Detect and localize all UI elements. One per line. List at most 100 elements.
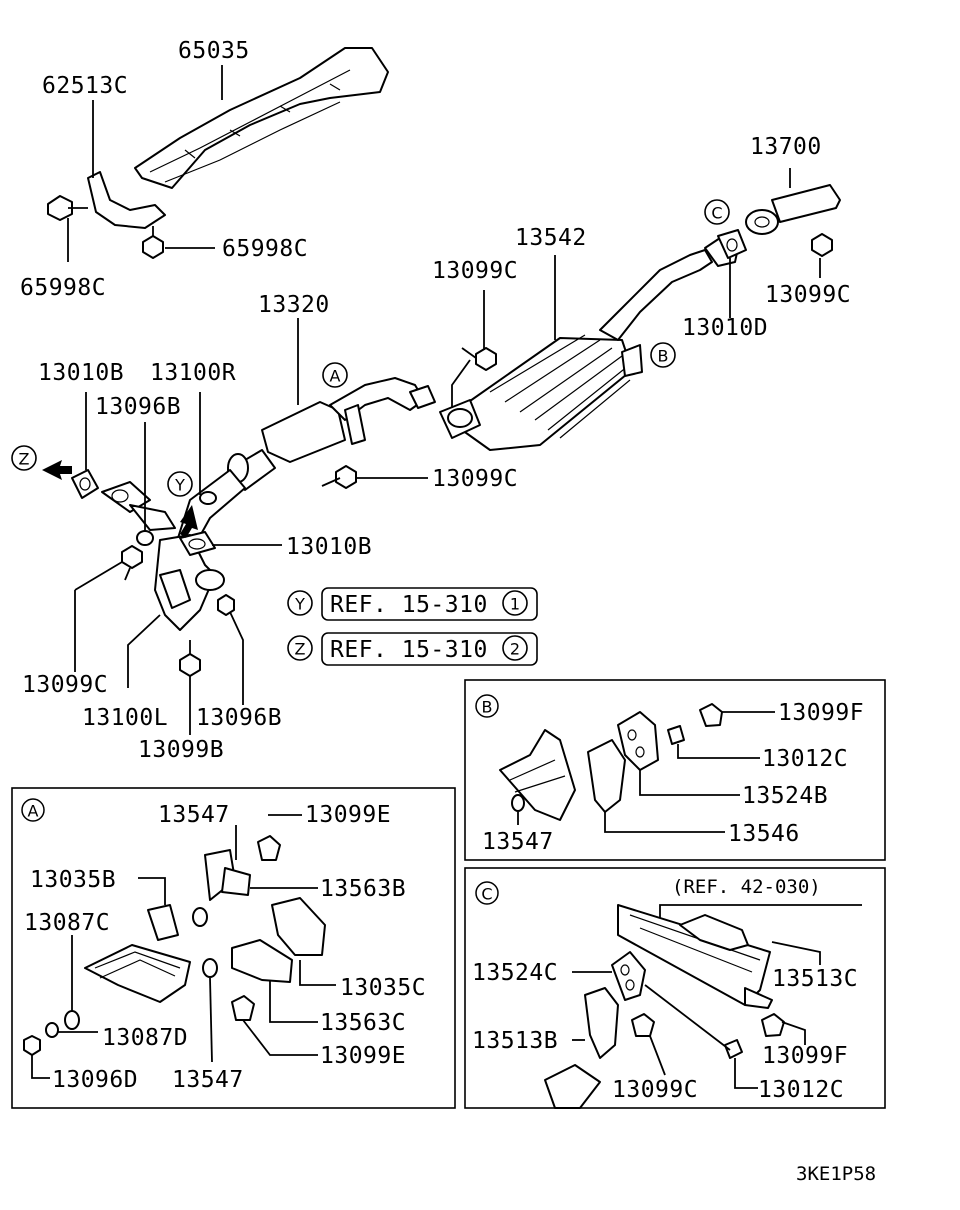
washer-13547-bottom[interactable]	[202, 958, 218, 978]
label-13542[interactable]: 13542	[515, 225, 587, 251]
hanger-13524b[interactable]	[617, 711, 659, 771]
label-13513c[interactable]: 13513C	[772, 966, 858, 992]
label-13099c-top[interactable]: 13099C	[432, 258, 518, 284]
detail-c-panel: C (REF. 42-030) 13524C 13513C 13513B 130…	[464, 867, 886, 1109]
label-13096b-lower[interactable]: 13096B	[196, 705, 282, 731]
label-13099c-right[interactable]: 13099C	[765, 282, 851, 308]
bracket-13513b[interactable]	[584, 987, 619, 1059]
svg-text:Z: Z	[19, 450, 30, 469]
label-13096d[interactable]: 13096D	[52, 1067, 138, 1093]
label-13099c-mid[interactable]: 13099C	[432, 466, 518, 492]
leader-lines-main	[67, 65, 821, 735]
ref-z[interactable]: Z REF. 15-310 2	[287, 632, 538, 666]
front-pipe-13100l[interactable]	[154, 534, 225, 631]
bolt-13099c-top[interactable]	[461, 347, 497, 371]
label-13099f-b[interactable]: 13099F	[778, 700, 864, 726]
label-13513b[interactable]: 13513B	[472, 1028, 558, 1054]
gasket-13010b-lower[interactable]	[179, 531, 216, 556]
bracket-62513c[interactable]	[87, 171, 166, 229]
arrow-z-icon	[42, 460, 72, 480]
label-13099c-c[interactable]: 13099C	[612, 1077, 698, 1103]
bolt-13099e-top[interactable]	[257, 835, 281, 861]
callout-c[interactable]: C	[704, 199, 730, 225]
label-13320[interactable]: 13320	[258, 292, 330, 318]
label-13099b[interactable]: 13099B	[138, 737, 224, 763]
label-13010d[interactable]: 13010D	[682, 315, 768, 341]
washer-13087c[interactable]	[64, 1010, 80, 1030]
label-13099e-top[interactable]: 13099E	[305, 802, 391, 828]
washer-13547-top[interactable]	[192, 907, 208, 927]
bolt-13099c-mid[interactable]	[321, 465, 357, 489]
label-13547-a-top[interactable]: 13547	[158, 802, 230, 828]
label-13010b-lower[interactable]: 13010B	[286, 534, 372, 560]
bolt-13099f-c[interactable]	[761, 1013, 785, 1037]
callout-b[interactable]: B	[650, 342, 676, 368]
callout-z[interactable]: Z	[11, 445, 37, 471]
stud-13099b[interactable]	[179, 640, 201, 677]
callout-a[interactable]: A	[322, 362, 348, 388]
leader-lines-detail-b	[517, 711, 775, 833]
label-13035b[interactable]: 13035B	[30, 867, 116, 893]
tail-pipe-13700[interactable]	[745, 184, 841, 235]
label-13087d[interactable]: 13087D	[102, 1025, 188, 1051]
label-13524c[interactable]: 13524C	[472, 960, 558, 986]
collar-13012c[interactable]	[667, 725, 685, 745]
callout-y[interactable]: Y	[167, 471, 193, 497]
label-13100r[interactable]: 13100R	[150, 360, 236, 386]
label-13524b[interactable]: 13524B	[742, 783, 828, 809]
label-65035[interactable]: 65035	[178, 38, 250, 64]
bolt-65998c-right[interactable]	[142, 226, 164, 259]
bolt-13099e-bottom[interactable]	[231, 995, 255, 1021]
label-13100l[interactable]: 13100L	[82, 705, 168, 731]
hanger-13524c[interactable]	[611, 951, 646, 1001]
heat-shield-detail-a[interactable]	[84, 944, 191, 1003]
ref-y[interactable]: Y REF. 15-310 1	[287, 587, 538, 621]
label-13547-a-bottom[interactable]: 13547	[172, 1067, 244, 1093]
gasket-13010b-upper[interactable]	[71, 469, 99, 499]
bracket-13035b[interactable]	[147, 904, 179, 941]
bolt-13099c-left[interactable]	[121, 545, 143, 581]
label-65998c-left[interactable]: 65998C	[20, 275, 106, 301]
label-13563c[interactable]: 13563C	[320, 1010, 406, 1036]
label-13012c-b[interactable]: 13012C	[762, 746, 848, 772]
ref-z-text: REF. 15-310	[330, 637, 488, 663]
muffler-detail-b[interactable]	[499, 729, 576, 821]
manifold-flange[interactable]	[101, 481, 176, 531]
bolt-13099c-right[interactable]	[811, 233, 833, 257]
svg-text:1: 1	[510, 595, 520, 614]
nut-13096b-upper[interactable]	[136, 530, 154, 546]
leader-lines-detail-c	[572, 941, 821, 1089]
insulator-13546[interactable]	[587, 739, 626, 813]
nut-13096b-lower[interactable]	[217, 594, 235, 616]
svg-text:A: A	[28, 802, 39, 821]
bolt-65998c-left[interactable]	[47, 195, 88, 221]
detail-a-panel: A 13547 13099E 13035B 13	[11, 787, 456, 1109]
label-62513c[interactable]: 62513C	[42, 73, 128, 99]
washer-13087d[interactable]	[45, 1022, 59, 1038]
ref-42-030[interactable]: (REF. 42-030)	[672, 876, 821, 898]
label-65998c-right[interactable]: 65998C	[222, 236, 308, 262]
label-13700[interactable]: 13700	[750, 134, 822, 160]
label-13096b-upper[interactable]: 13096B	[95, 394, 181, 420]
label-13099e-bottom[interactable]: 13099E	[320, 1043, 406, 1069]
nut-13096d[interactable]	[23, 1035, 41, 1056]
bracket-13035c[interactable]	[271, 897, 326, 956]
washer-13547-b[interactable]	[511, 794, 525, 812]
label-13563b[interactable]: 13563B	[320, 876, 406, 902]
pipe-detail-c[interactable]	[544, 1064, 601, 1109]
heat-shield-65035[interactable]	[134, 47, 389, 189]
label-13099c-left[interactable]: 13099C	[22, 672, 108, 698]
label-13087c[interactable]: 13087C	[24, 910, 110, 936]
bolt-13099f[interactable]	[699, 703, 723, 727]
center-pipe-13320[interactable]	[227, 377, 436, 491]
label-13035c[interactable]: 13035C	[340, 975, 426, 1001]
label-13012c-c[interactable]: 13012C	[758, 1077, 844, 1103]
label-13546[interactable]: 13546	[728, 821, 800, 847]
label-13547-b[interactable]: 13547	[482, 829, 554, 855]
gasket-13010d[interactable]	[717, 229, 747, 259]
bracket-13563c[interactable]	[231, 939, 293, 983]
bolt-13099c-c[interactable]	[631, 1013, 655, 1037]
collar-13012c-c[interactable]	[724, 1039, 743, 1059]
label-13099f-c[interactable]: 13099F	[762, 1043, 848, 1069]
label-13010b-upper[interactable]: 13010B	[38, 360, 124, 386]
